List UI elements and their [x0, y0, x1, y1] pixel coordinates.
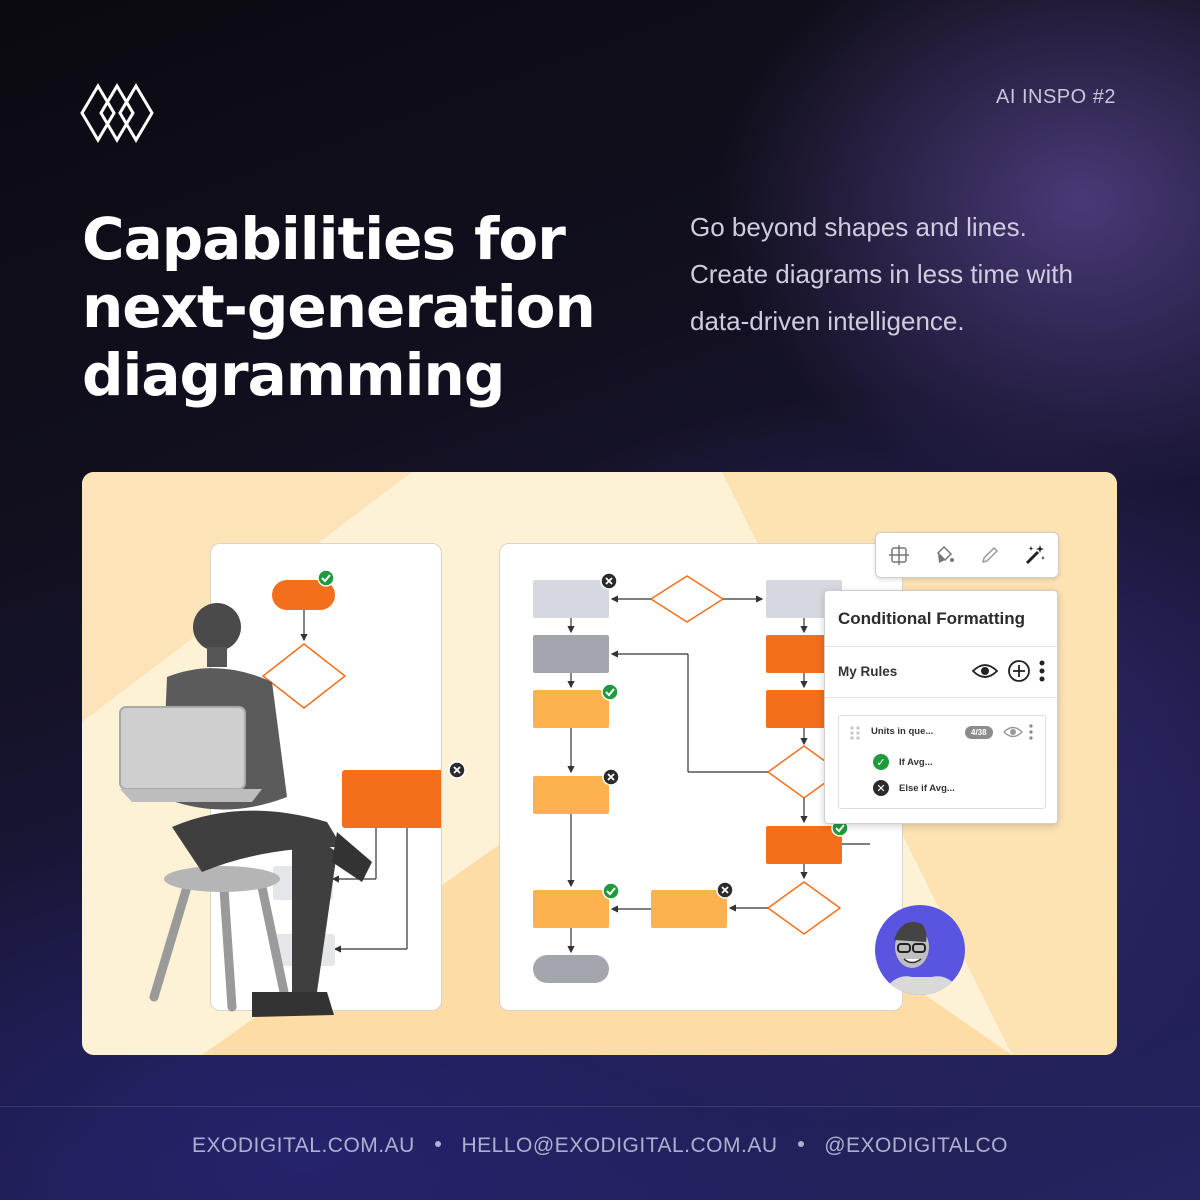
- conditional-formatting-panel: Conditional Formatting My Rules Units in…: [824, 590, 1058, 824]
- eye-icon[interactable]: [971, 662, 999, 685]
- pencil-icon[interactable]: [975, 540, 1005, 570]
- process-node-large: [342, 770, 459, 828]
- rule-item[interactable]: Units in que... 4/38 ✓ If Avg... ✕ Else …: [838, 715, 1046, 809]
- divider: [825, 646, 1057, 647]
- start-node: [272, 580, 335, 610]
- subheadline-line-1: Go beyond shapes and lines.: [690, 212, 1027, 242]
- check-icon: ✓: [873, 754, 889, 770]
- process-node-gray-b: [766, 580, 842, 618]
- footer-divider: [0, 1106, 1200, 1107]
- frame-icon[interactable]: [884, 540, 914, 570]
- drag-handle-icon[interactable]: [849, 725, 861, 746]
- process-node-light-orange-3: [533, 890, 609, 928]
- process-node-orange-1: [766, 635, 842, 673]
- my-rules-actions: [971, 659, 1045, 688]
- title-line-1: Capabilities for: [82, 205, 566, 273]
- panel-title: Conditional Formatting: [838, 609, 1025, 628]
- close-icon: [448, 761, 466, 779]
- condition-row[interactable]: ✕ Else if Avg...: [873, 780, 955, 796]
- process-node-gray-a: [533, 580, 609, 618]
- footer-website[interactable]: EXODIGITAL.COM.AU: [192, 1134, 415, 1157]
- add-rule-icon[interactable]: [1007, 659, 1031, 688]
- process-node-orange-2: [766, 690, 842, 728]
- eye-icon[interactable]: [1003, 725, 1023, 744]
- page-title: Capabilities for next-generation diagram…: [82, 205, 642, 409]
- more-options-icon[interactable]: [1029, 724, 1033, 745]
- title-line-2: next-generation: [82, 273, 596, 341]
- close-icon: [600, 572, 618, 590]
- paint-bucket-icon[interactable]: [929, 540, 959, 570]
- check-icon: [602, 882, 620, 900]
- footer-handle[interactable]: @EXODIGITALCO: [824, 1134, 1008, 1157]
- condition-label: If Avg...: [899, 756, 933, 768]
- separator-dot: [435, 1141, 442, 1148]
- decision-node: [261, 643, 347, 709]
- title-line-3: diagramming: [82, 341, 505, 409]
- process-node-orange-3: [766, 826, 842, 864]
- check-icon: [317, 569, 335, 587]
- subheadline: Go beyond shapes and lines. Create diagr…: [690, 204, 1140, 345]
- subheadline-line-2: Create diagrams in less time with: [690, 259, 1073, 289]
- diagram-toolbar: [875, 532, 1059, 578]
- close-icon: [602, 768, 620, 786]
- footer: EXODIGITAL.COM.AU HELLO@EXODIGITAL.COM.A…: [0, 1134, 1200, 1158]
- avatar: [875, 905, 965, 995]
- my-rules-label: My Rules: [838, 664, 898, 679]
- check-icon: [601, 683, 619, 701]
- process-node-light-orange-4: [651, 890, 727, 928]
- process-node-dark-gray: [533, 635, 609, 673]
- person-with-laptop: [119, 603, 372, 1017]
- exo-diamond-logo-icon: [80, 83, 154, 143]
- magic-wand-icon[interactable]: [1020, 540, 1050, 570]
- decision-node-top: [649, 575, 725, 623]
- illustration-panel: Conditional Formatting My Rules Units in…: [82, 472, 1117, 1055]
- close-icon: [716, 881, 734, 899]
- more-options-icon[interactable]: [1039, 659, 1045, 688]
- close-icon: ✕: [873, 780, 889, 796]
- footer-email[interactable]: HELLO@EXODIGITAL.COM.AU: [461, 1134, 778, 1157]
- subheadline-line-3: data-driven intelligence.: [690, 306, 965, 336]
- series-tag: AI INSPO #2: [996, 86, 1116, 108]
- condition-row[interactable]: ✓ If Avg...: [873, 754, 933, 770]
- condition-label: Else if Avg...: [899, 782, 955, 794]
- process-node-light-orange-2: [533, 776, 609, 814]
- rule-name: Units in que...: [871, 726, 934, 737]
- end-node: [533, 955, 609, 983]
- divider: [825, 697, 1057, 698]
- separator-dot: [797, 1141, 804, 1148]
- process-node-light-orange-1: [533, 690, 609, 728]
- decision-node-bottom: [766, 881, 842, 935]
- rule-count-badge: 4/38: [965, 726, 993, 739]
